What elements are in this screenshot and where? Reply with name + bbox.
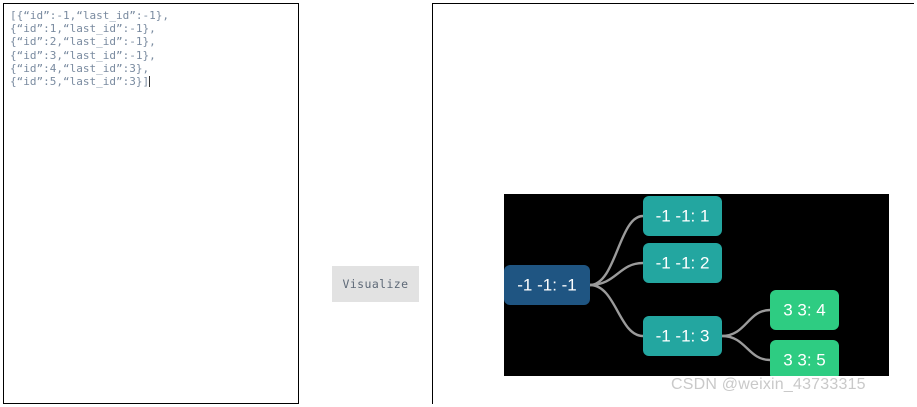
tree-graph-canvas[interactable]: -1 -1: -1 -1 -1: 1 -1 -1: 2 -1 -1: 3 3 3: 4 3… [504,194,889,376]
json-input-value: [{“id”:-1,“last_id”:-1}, {“id”:1,“last_i… [10,9,169,89]
tree-node-shape-1[interactable] [643,196,722,236]
tree-node-label-3: -1 -1: 3 [656,326,710,345]
visualize-button[interactable]: Visualize [332,266,419,302]
tree-edges-group [588,214,772,362]
visualization-panel: -1 -1: -1 -1 -1: 1 -1 -1: 2 -1 -1: 3 3 3: 4 3… [432,3,914,404]
tree-node-4[interactable]: 3 3: 4 [770,290,839,330]
control-column: Visualize [300,0,432,407]
json-input-textarea[interactable]: [{“id”:-1,“last_id”:-1}, {“id”:1,“last_i… [4,4,298,88]
tree-node-label-4: 3 3: 4 [783,300,826,319]
tree-node-shape-4[interactable] [770,290,839,330]
tree-node-5[interactable]: 3 3: 5 [770,340,839,376]
json-input-panel[interactable]: [{“id”:-1,“last_id”:-1}, {“id”:1,“last_i… [3,3,299,404]
tree-node-shape-5[interactable] [770,340,839,376]
watermark-text: CSDN @weixin_43733315 [671,376,866,393]
tree-edge--1-to-1 [588,214,645,287]
tree-edge-3-to-4 [720,308,772,338]
tree-node-label-5: 3 3: 5 [783,350,826,369]
tree-nodes-group: -1 -1: -1 -1 -1: 1 -1 -1: 2 -1 -1: 3 3 3: 4 3… [504,196,839,376]
tree-node-shape-2[interactable] [643,243,722,283]
tree-node-label-1: -1 -1: 1 [656,206,710,225]
tree-node-2[interactable]: -1 -1: 2 [643,243,722,283]
tree-edge--1-to-2 [588,261,645,287]
tree-graph-svg[interactable]: -1 -1: -1 -1 -1: 1 -1 -1: 2 -1 -1: 3 3 3: 4 3… [504,194,889,376]
tree-node-label--1: -1 -1: -1 [517,275,577,294]
tree-node-shape--1[interactable] [504,265,590,305]
tree-edge--1-to-3 [588,283,645,338]
tree-node-label-2: -1 -1: 2 [656,253,710,272]
tree-node--1[interactable]: -1 -1: -1 [504,265,590,305]
tree-node-shape-3[interactable] [643,316,722,356]
text-caret [149,76,151,88]
tree-edge-3-to-5 [720,334,772,362]
tree-node-1[interactable]: -1 -1: 1 [643,196,722,236]
tree-node-3[interactable]: -1 -1: 3 [643,316,722,356]
